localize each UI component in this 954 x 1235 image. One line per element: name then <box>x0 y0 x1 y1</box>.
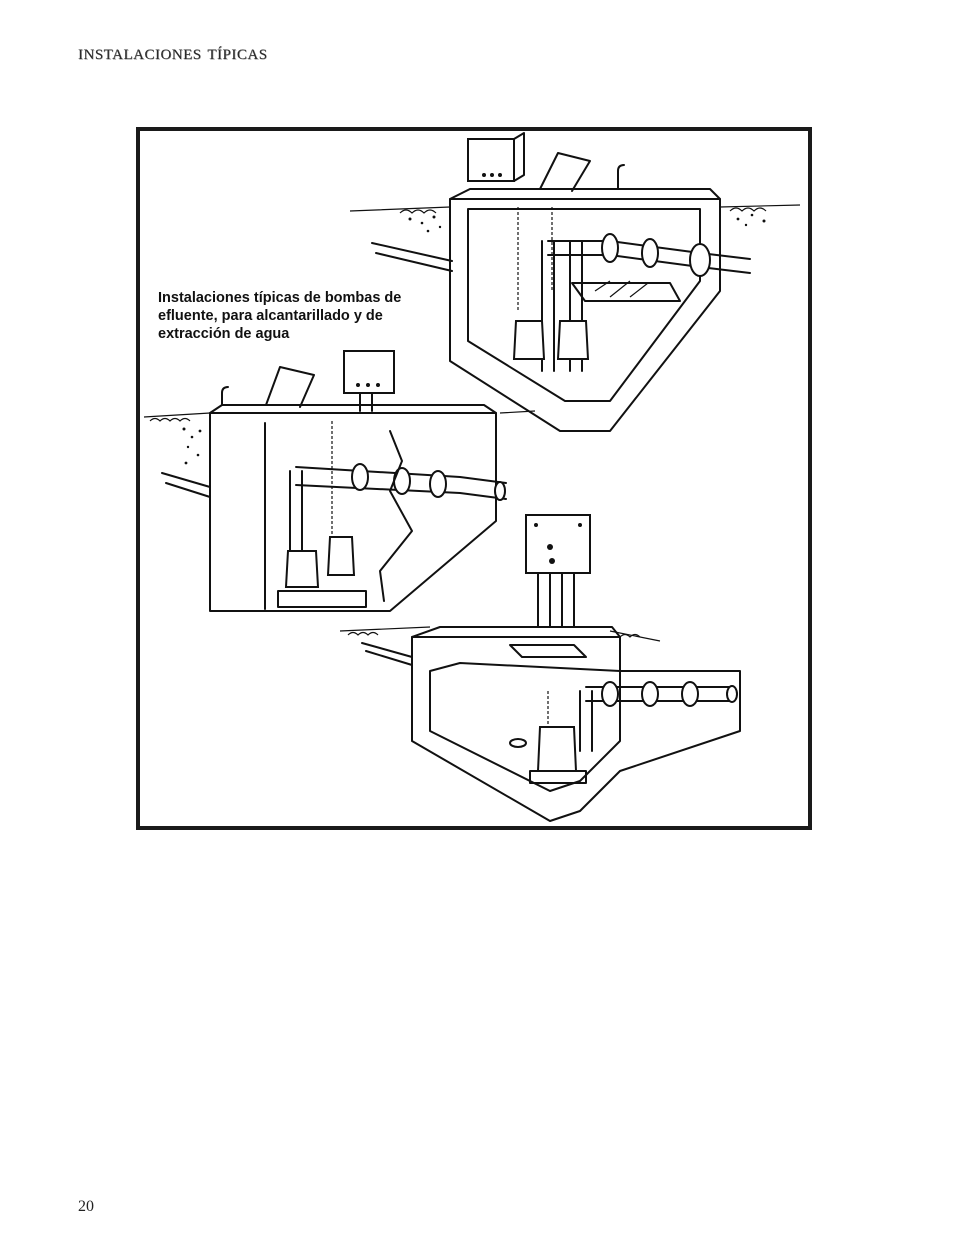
installation-top-right <box>349 132 801 432</box>
page-header: instalaciones típicas <box>78 40 268 64</box>
page-number: 20 <box>78 1198 94 1215</box>
pump-installation-illustration <box>143 132 801 822</box>
installation-left <box>143 350 536 612</box>
figure-frame: Instalaciones típicas de bombas de eflue… <box>136 127 812 830</box>
installation-bottom <box>339 514 741 822</box>
figure-caption: Instalaciones típicas de bombas de eflue… <box>158 290 402 342</box>
